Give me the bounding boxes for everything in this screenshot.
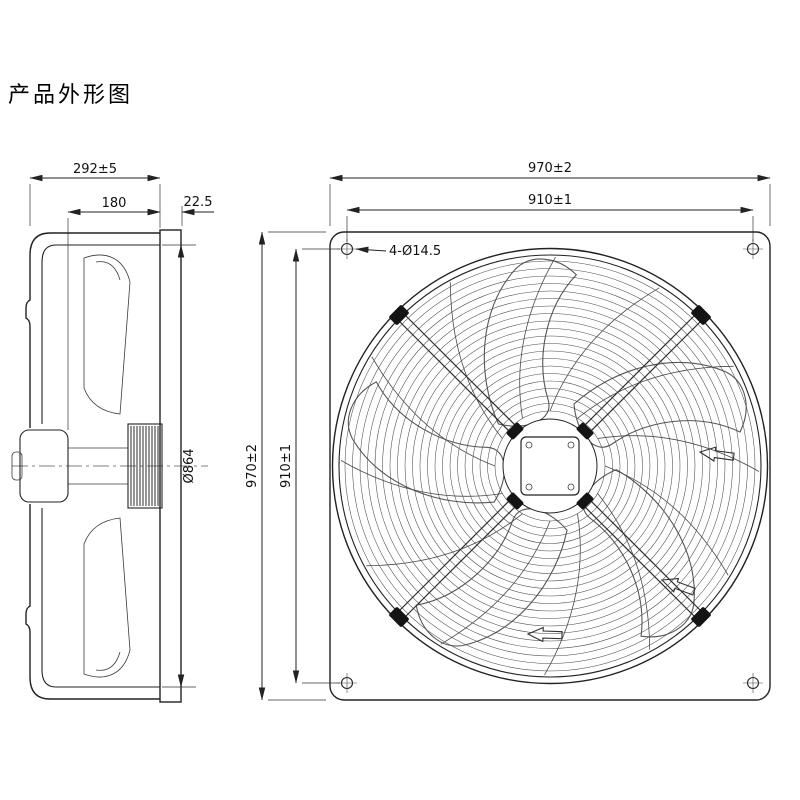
dim-hole-pitch-h: 910±1 [528, 193, 572, 208]
dim-impeller-diameter: Ø864 [182, 448, 197, 483]
side-blade-lower-echo [95, 651, 121, 671]
guard-spokes [340, 256, 760, 676]
side-blade-lower [83, 517, 131, 678]
hole-callout-leader [355, 246, 387, 254]
dim-plate-height: 970±2 [245, 444, 260, 488]
dim-flange-depth: 22.5 [184, 195, 213, 210]
corner-holes [337, 239, 763, 693]
side-guard-outline [25, 232, 160, 428]
side-blade-upper-echo [95, 261, 121, 281]
strap-anchor [389, 607, 409, 627]
strap-anchor [389, 305, 409, 325]
drawing-title: 产品外形图 [8, 83, 133, 108]
side-guard-outline-lower [25, 504, 160, 700]
hub-clip [506, 492, 524, 510]
hub-screw [525, 483, 533, 491]
strap-anchor [691, 607, 711, 627]
hub-screw [525, 441, 533, 449]
hub-clip [576, 422, 594, 440]
hub-clip [506, 422, 524, 440]
dim-plate-width: 970±2 [528, 161, 572, 176]
side-motor [19, 429, 69, 503]
hub-screw [567, 483, 575, 491]
strap-anchor [691, 305, 711, 325]
side-blade-upper [83, 254, 131, 415]
side-motor-cap [11, 451, 23, 481]
front-mounting-plate [329, 231, 771, 701]
dim-body-depth: 180 [102, 196, 127, 211]
hub-square [520, 436, 580, 496]
side-inner-contour [41, 244, 160, 424]
dim-hole-pitch-v: 910±1 [279, 444, 294, 488]
venturi-outer-ring [331, 247, 769, 685]
side-rotor-hub [127, 423, 163, 509]
hub-screw [567, 441, 575, 449]
dim-corner-hole-callout: 4-Ø14.5 [389, 244, 441, 259]
side-inner-contour-lower [41, 508, 160, 688]
hub-clip [576, 492, 594, 510]
hub [502, 418, 598, 514]
rotor-stripes [130, 426, 159, 506]
venturi-inner-ring [338, 254, 762, 678]
side-view: 292±5 180 22.5 Ø864 [11, 162, 214, 703]
front-view: 4-Ø14.5 970±2 910±1 970±2 910±1 [245, 161, 771, 701]
dim-overall-depth: 292±5 [73, 162, 117, 177]
